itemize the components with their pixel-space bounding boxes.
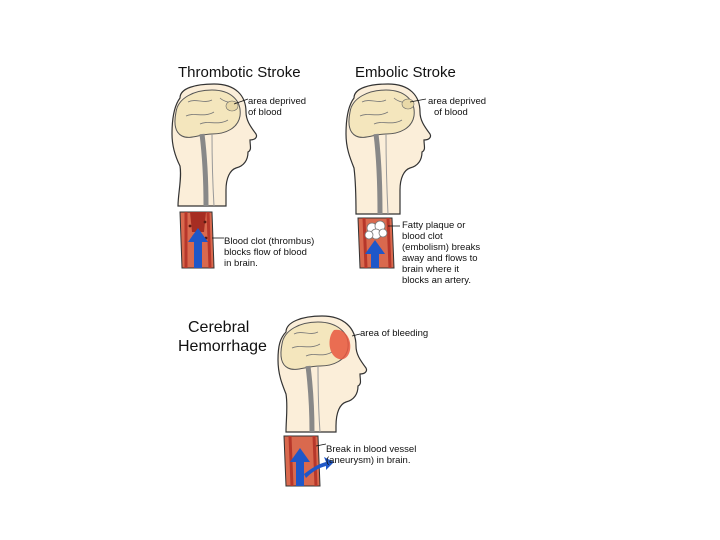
embolic-brain-label: area deprived of blood: [428, 96, 487, 118]
embolic-title: Embolic Stroke: [355, 64, 456, 81]
blood-flow-arrow: [365, 240, 385, 268]
thrombotic-artery-label: Blood clot (thrombus) blocks flow of blo…: [224, 236, 315, 269]
brain: [174, 89, 241, 138]
blood-flow-arrow: [290, 448, 310, 486]
fatty-plaque: [364, 220, 388, 240]
aneurysm-leak-arrow: [304, 457, 334, 478]
thrombotic-title: Thrombotic Stroke: [178, 64, 301, 81]
blood-flow-arrow: [188, 228, 208, 268]
bleeding-area: [329, 329, 351, 360]
hemorrhage-artery-label: Break in blood vessel (aneurysm) in brai…: [326, 444, 417, 466]
hemorrhage-brain-label: area of bleeding: [360, 328, 429, 339]
embolic-artery-label: Fatty plaque or blood clot (embolism) br…: [402, 220, 481, 286]
thrombotic-brain-label: area deprived of blood: [248, 96, 307, 118]
brain: [348, 89, 415, 138]
hemorrhage-title: Cerebral Hemorrhage: [178, 319, 267, 355]
